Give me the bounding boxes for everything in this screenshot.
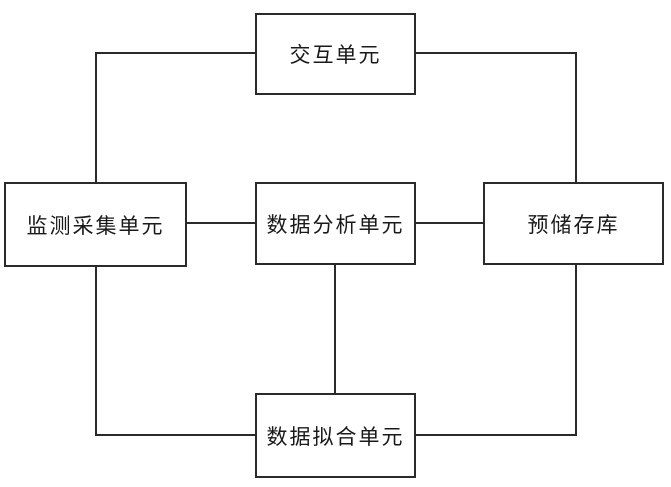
node-pre-storage-repository-label: 预储存库 — [527, 213, 620, 237]
node-pre-storage-repository: 预储存库 — [483, 182, 664, 265]
node-data-analysis-unit: 数据分析单元 — [255, 182, 416, 265]
edge-interaction-monitoring-horizontal — [95, 52, 255, 54]
node-interaction-unit: 交互单元 — [255, 13, 416, 95]
node-data-fitting-unit-label: 数据拟合单元 — [266, 425, 405, 449]
edge-analysis-storage — [415, 222, 483, 224]
edge-interaction-storage-vertical — [575, 52, 577, 182]
edge-monitoring-fitting-vertical — [95, 267, 97, 436]
edge-monitoring-fitting-horizontal — [95, 434, 255, 436]
node-data-fitting-unit: 数据拟合单元 — [255, 393, 416, 478]
edge-interaction-monitoring-vertical — [95, 52, 97, 182]
edge-interaction-storage-horizontal — [415, 52, 577, 54]
node-monitoring-collection-unit-label: 监测采集单元 — [26, 214, 165, 238]
edge-monitoring-analysis — [187, 222, 255, 224]
node-interaction-unit-label: 交互单元 — [289, 44, 382, 67]
node-monitoring-collection-unit: 监测采集单元 — [4, 182, 187, 267]
edge-storage-fitting-vertical — [575, 265, 577, 436]
edge-storage-fitting-horizontal — [415, 434, 577, 436]
node-data-analysis-unit-label: 数据分析单元 — [266, 213, 405, 237]
edge-analysis-fitting — [334, 265, 336, 393]
